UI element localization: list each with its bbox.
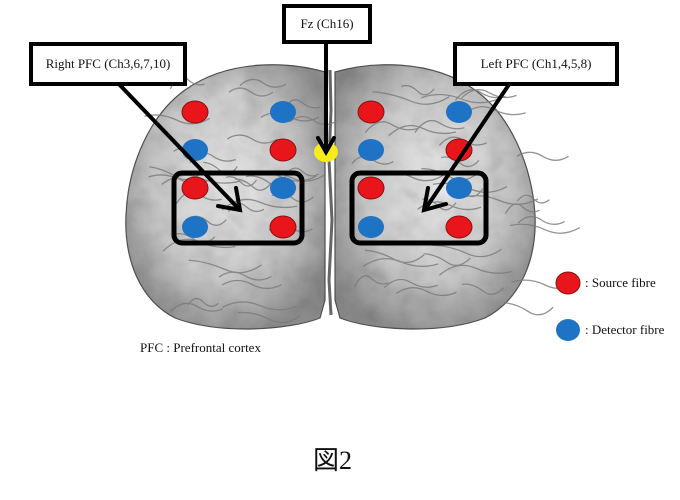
right-pfc-arrowhead <box>216 186 243 213</box>
gyrus-line <box>226 134 278 144</box>
gyrus-line <box>364 121 418 134</box>
gyrus-line <box>353 275 389 288</box>
gyrus-line <box>421 167 479 181</box>
left-pfc-region <box>349 170 489 246</box>
gyrus-line <box>235 178 272 191</box>
gyrus-line <box>510 223 581 234</box>
fz-label: Fz (Ch16) <box>282 4 372 44</box>
gyrus-line <box>238 311 301 324</box>
left-detector-optode <box>358 216 384 238</box>
right-pfc-region <box>171 170 305 246</box>
left-detector-optode <box>446 101 472 123</box>
gyrus-line <box>221 279 282 290</box>
gyrus-line <box>462 194 539 205</box>
gyrus-line <box>388 124 457 137</box>
gyrus-line <box>364 249 425 264</box>
left-detector-optode <box>358 139 384 161</box>
right-detector-optode <box>270 177 296 199</box>
gyrus-line <box>438 264 512 276</box>
gyrus-line <box>187 297 219 307</box>
gyrus-line <box>396 287 457 297</box>
fz-arrowhead <box>316 136 336 157</box>
legend-source-text: : Source fibre <box>585 275 656 290</box>
right-detector-optode <box>182 139 208 161</box>
legend-detector-dot <box>556 319 580 341</box>
gyrus-line <box>462 283 505 295</box>
gyrus-line <box>504 203 540 214</box>
gyrus-line <box>441 156 480 168</box>
gyrus-line <box>188 259 262 274</box>
left-detector-optode <box>446 177 472 199</box>
gyrus-line <box>461 89 517 99</box>
gyrus-line <box>228 87 274 97</box>
left-pfc-arrowhead <box>421 186 448 213</box>
gyrus-line <box>289 116 337 126</box>
gyrus-line <box>414 120 465 133</box>
longitudinal-fissure <box>327 69 334 316</box>
right-pfc-arrow <box>113 78 240 210</box>
left-source-optode <box>445 215 473 239</box>
pfc-abbreviation-note: PFC : Prefrontal cortex <box>140 340 261 355</box>
gyrus-line <box>432 244 502 258</box>
gyrus-line <box>218 271 272 281</box>
left-source-optode <box>357 100 385 124</box>
right-source-optode <box>181 176 209 200</box>
right-pfc-label: Right PFC (Ch3,6,7,10) <box>29 42 187 86</box>
gyrus-line <box>372 91 450 105</box>
right-detector-optode <box>270 101 296 123</box>
gyrus-line <box>517 215 565 225</box>
left-pfc-label: Left PFC (Ch1,4,5,8) <box>453 42 619 86</box>
gyrus-line <box>516 194 550 204</box>
legend-source-dot <box>555 271 581 295</box>
gyrus-line <box>504 302 554 316</box>
gyrus-line <box>383 278 438 289</box>
figure-caption: 図2 <box>313 446 353 475</box>
gyrus-line <box>421 93 501 104</box>
gyrus-line <box>400 84 435 96</box>
right-source-optode <box>269 138 297 162</box>
right-detector-optode <box>182 216 208 238</box>
left-pfc-arrow <box>424 78 514 210</box>
gyrus-line <box>170 302 224 313</box>
right-source-optode <box>269 215 297 239</box>
gyrus-line <box>222 301 298 311</box>
left-source-optode <box>357 176 385 200</box>
right-source-optode <box>181 100 209 124</box>
gyrus-line <box>516 151 569 161</box>
legend-detector-text: : Detector fibre <box>585 322 665 337</box>
gyrus-line <box>225 176 257 187</box>
gyrus-line <box>423 252 471 267</box>
gyrus-line <box>239 78 287 88</box>
